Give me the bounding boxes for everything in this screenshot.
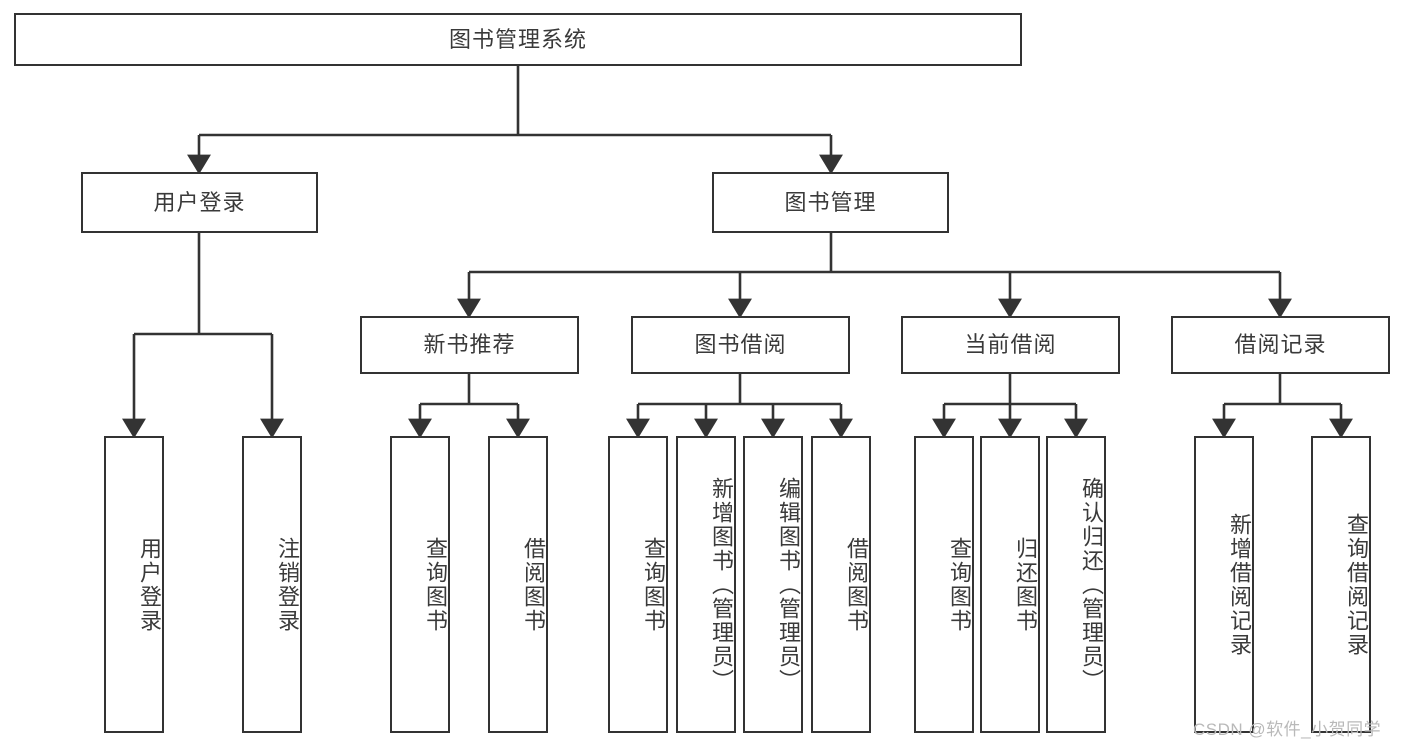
node-label: 注销登录 [275,536,300,633]
node-leaf-query-book-current[interactable]: 查询图书 [914,436,974,733]
node-label: 用户登录 [153,189,246,215]
node-label: 归还图书 [1013,536,1038,633]
node-leaf-logout-login[interactable]: 注销登录 [242,436,302,733]
node-borrow-record[interactable]: 借阅记录 [1171,316,1390,374]
node-label: 查询图书 [423,536,448,633]
node-label: 编辑图书（管理员） [776,476,801,693]
node-leaf-borrow-book-recommend[interactable]: 借阅图书 [488,436,548,733]
node-label: 图书管理系统 [448,26,587,52]
csdn-watermark: CSDN @软件_小贺同学 [1193,720,1382,739]
node-label: 新增借阅记录 [1227,512,1252,657]
node-label: 借阅图书 [521,536,546,633]
node-current-borrow[interactable]: 当前借阅 [901,316,1120,374]
node-label: 用户登录 [137,536,162,633]
node-leaf-query-book-borrow[interactable]: 查询图书 [608,436,668,733]
node-book-management-system[interactable]: 图书管理系统 [14,13,1022,66]
node-book-borrow[interactable]: 图书借阅 [631,316,850,374]
node-label: 图书借阅 [694,332,787,358]
node-label: 查询借阅记录 [1344,512,1369,657]
node-leaf-add-book[interactable]: 新增图书（管理员） [676,436,736,733]
node-label: 借阅图书 [844,536,869,633]
node-leaf-query-book-recommend[interactable]: 查询图书 [390,436,450,733]
node-label: 图书管理 [784,189,877,215]
node-label: 查询图书 [947,536,972,633]
node-leaf-user-login[interactable]: 用户登录 [104,436,164,733]
node-leaf-return-book[interactable]: 归还图书 [980,436,1040,733]
node-label: 借阅记录 [1234,332,1327,358]
node-user-login[interactable]: 用户登录 [81,172,318,233]
node-label: 查询图书 [641,536,666,633]
node-leaf-edit-book[interactable]: 编辑图书（管理员） [743,436,803,733]
node-label: 新增图书（管理员） [709,476,734,693]
node-label: 当前借阅 [964,332,1057,358]
node-leaf-confirm-return[interactable]: 确认归还（管理员） [1046,436,1106,733]
node-leaf-borrow-book[interactable]: 借阅图书 [811,436,871,733]
node-leaf-query-borrow-record[interactable]: 查询借阅记录 [1311,436,1371,733]
node-book-management[interactable]: 图书管理 [712,172,949,233]
node-new-book-recommend[interactable]: 新书推荐 [360,316,579,374]
node-label: 确认归还（管理员） [1079,476,1104,693]
node-leaf-add-borrow-record[interactable]: 新增借阅记录 [1194,436,1254,733]
node-label: 新书推荐 [423,332,516,358]
